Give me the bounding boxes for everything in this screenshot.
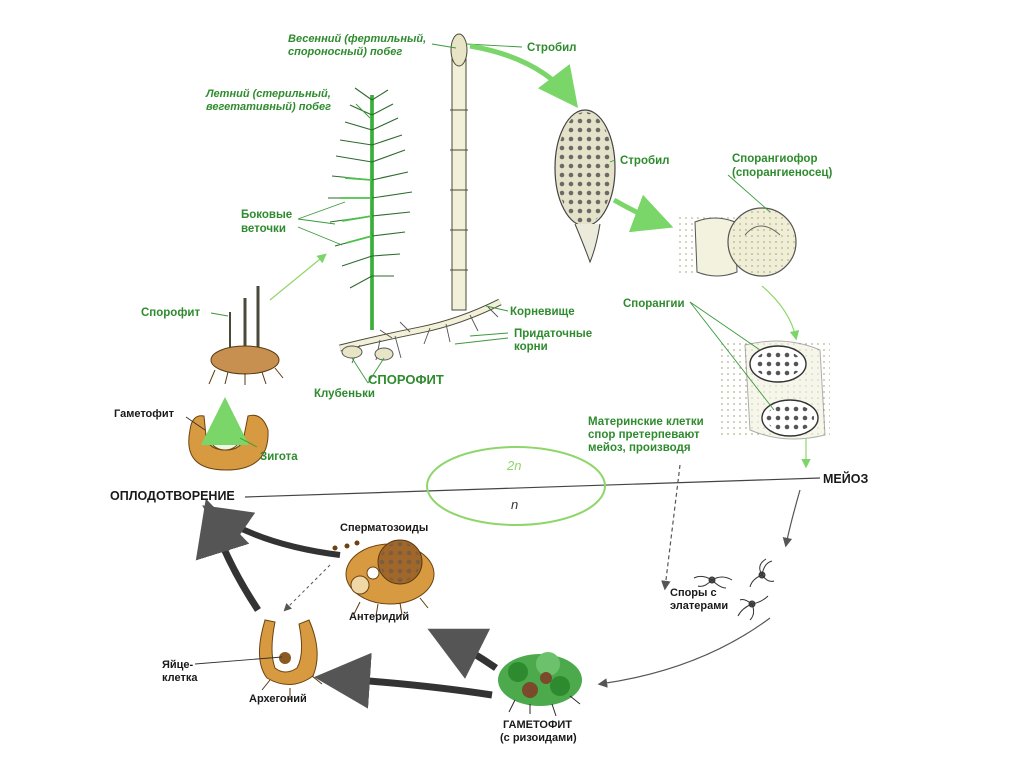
label-tubers: Клубеньки [314, 388, 375, 400]
label-egg-cell-2: клетка [162, 672, 198, 684]
arrow-spores-to-gametophyte [597, 617, 771, 688]
arrow-to-sporangia [761, 285, 800, 341]
label-rhizome: Корневище [510, 306, 575, 318]
label-mother-cells-3: мейоз, производя [588, 442, 691, 454]
label-gametophyte-bottom: ГАМЕТОФИТ [503, 719, 572, 731]
spores-illustration [693, 558, 775, 621]
archegonium-illustration [259, 619, 323, 700]
arrow-gametophyte-to-antheridium [427, 628, 498, 679]
label-egg-cell: Яйце- [162, 659, 194, 671]
label-adventitious-roots-2: корни [514, 341, 548, 353]
label-fertilization: ОПЛОДОТВОРЕНИЕ [110, 489, 235, 503]
label-sporangiophore-2: (спорангиеносец) [732, 167, 832, 179]
label-spores: Споры с [670, 587, 717, 599]
label-mother-cells: Материнские клетки [588, 416, 704, 428]
arrow-gametophyte-to-archegonium [314, 652, 493, 709]
label-side-branches: Боковые [241, 209, 292, 221]
arrow-antheridium-to-fertilization [202, 505, 341, 558]
arrow-cone-to-sporangiophore [612, 194, 674, 233]
label-archegonium: Архегоний [249, 693, 307, 705]
label-spermatozoids: Сперматозоиды [340, 522, 428, 534]
ploidy-ellipse [426, 446, 606, 526]
label-adventitious-roots: Придаточные [514, 328, 592, 340]
label-side-branches-2: веточки [241, 223, 286, 235]
label-gametophyte-bottom-2: (с ризоидами) [500, 732, 577, 744]
ploidy-divider-line [244, 477, 821, 498]
antheridium-illustration [332, 539, 435, 617]
label-summer-shoot: Летний (стерильный, [205, 88, 331, 100]
rhizome-illustration [339, 298, 502, 364]
label-zygote: Зигота [260, 451, 298, 463]
arrow-meiosis-to-spores [782, 489, 801, 548]
zygote-gametophyte-illustration [188, 397, 269, 471]
arrow-strobil-to-cone [469, 43, 579, 108]
label-gametophyte-top: Гаметофит [114, 408, 175, 420]
label-sporophyte-small: Спорофит [141, 307, 200, 319]
label-sporophyte-big: СПОРОФИТ [368, 372, 444, 387]
label-strobil-mid: Стробил [620, 155, 669, 167]
sporangia-illustration [720, 340, 830, 440]
arrow-sporophyte-growth [269, 253, 327, 301]
label-mother-cells-2: спор претерпевают [588, 429, 700, 441]
label-spring-shoot: Весенний (фертильный, [288, 33, 426, 45]
young-sporophyte-illustration [208, 286, 284, 385]
label-strobil-top: Стробил [527, 42, 576, 54]
label-spores-2: элатерами [670, 600, 728, 612]
spring-shoot-illustration [450, 33, 468, 311]
summer-shoot-illustration [328, 87, 413, 330]
label-spring-shoot-2: спороносный) побег [288, 46, 402, 58]
label-summer-shoot-2: вегетативный) побег [206, 101, 331, 113]
ploidy-diploid-label: 2n [506, 458, 521, 473]
arrow-sperm-dashed [283, 564, 331, 612]
strobil-illustration [554, 109, 616, 264]
gametophyte-illustration [498, 652, 582, 717]
label-sporangiophore: Спорангиофор [732, 153, 818, 165]
label-meiosis: МЕЙОЗ [823, 471, 868, 486]
sporangiophore-illustration [676, 207, 797, 277]
label-sporangia: Спорангии [623, 298, 685, 310]
ploidy-haploid-label: n [511, 497, 518, 512]
label-antheridium: Антеридий [349, 611, 409, 623]
